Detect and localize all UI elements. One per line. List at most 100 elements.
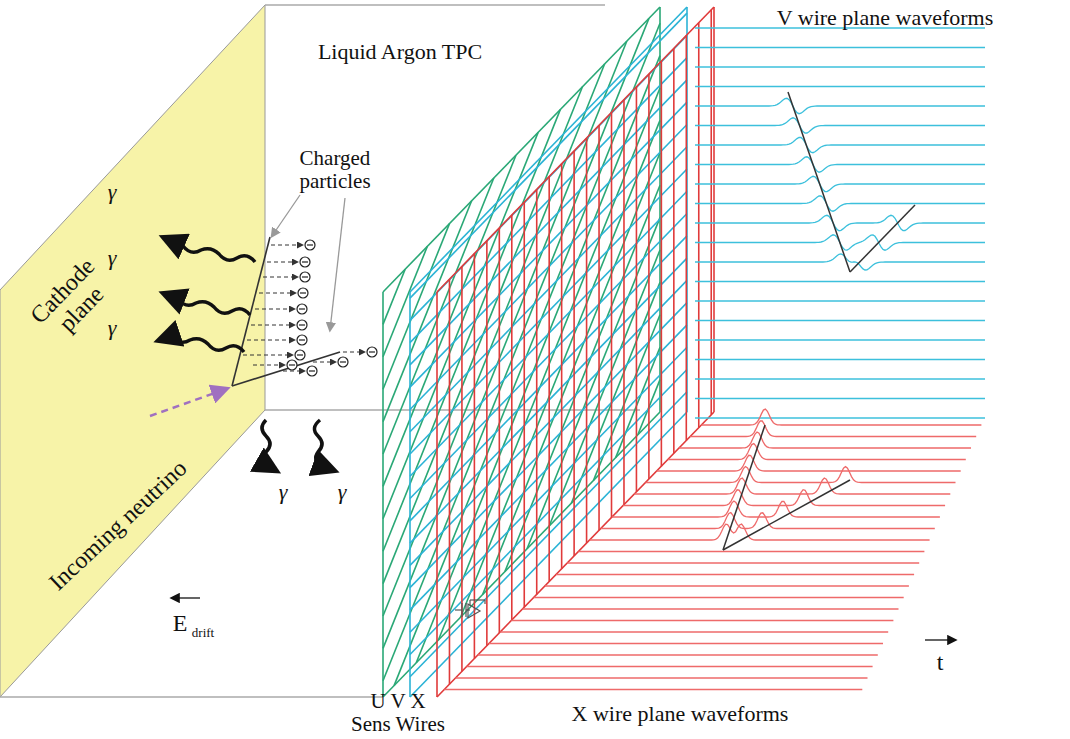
x-plane (437, 7, 714, 697)
wire (382, 292, 384, 697)
x-waveform (634, 478, 950, 494)
drift-path (263, 277, 297, 278)
v-plane (410, 7, 687, 697)
drift-path (253, 365, 284, 366)
v-waveform (695, 137, 985, 152)
electron-minus (302, 261, 308, 262)
wire (499, 228, 501, 633)
wire (616, 347, 660, 457)
wire (536, 189, 538, 594)
neutrino-arrow (150, 389, 226, 416)
wire (611, 112, 613, 517)
v-waveform (695, 215, 985, 230)
x-waveform (679, 432, 971, 448)
photon-label: γ (108, 246, 117, 270)
v-waveform (695, 417, 985, 418)
wire (383, 224, 449, 390)
wire (449, 279, 451, 684)
electron-symbol (298, 288, 308, 298)
x-waveform (511, 620, 893, 621)
x-waveform (489, 643, 883, 644)
particle-label: Charged particles (270, 147, 400, 193)
electron-minus (297, 354, 303, 355)
drift-path (243, 355, 292, 356)
wire (713, 7, 715, 412)
v-waveform (695, 157, 985, 172)
electron-symbol (297, 304, 307, 314)
x-waveform (534, 597, 904, 598)
x-waveform (478, 654, 878, 655)
wire (486, 241, 488, 646)
drift-path (267, 262, 297, 263)
v-waveform (695, 339, 985, 340)
electron-symbol (287, 360, 297, 370)
v-waveform (695, 66, 985, 67)
wire (409, 292, 411, 697)
x-waveform (590, 524, 930, 540)
tpc-box-edges (0, 5, 640, 697)
x-waveform (456, 677, 868, 678)
drift-path (313, 362, 335, 363)
wire (383, 246, 427, 356)
x-waveform (701, 409, 981, 425)
track-projection (850, 205, 915, 272)
plot-title: V wire plane waveforms (777, 6, 993, 30)
electron-minus (309, 370, 315, 371)
photon-label: γ (279, 480, 288, 504)
wire (474, 254, 476, 659)
electron-symbol (300, 257, 310, 267)
drift-path (271, 245, 302, 246)
photon-label: γ (108, 180, 117, 204)
wire (573, 151, 575, 556)
electron-symbol (295, 350, 305, 360)
time-label: t (937, 649, 944, 675)
photon-label: γ (108, 316, 117, 340)
photon-arrows (160, 238, 333, 470)
drift-path (255, 309, 294, 310)
drift-path (259, 293, 295, 294)
electron-minus (289, 364, 295, 365)
electron-minus (299, 324, 305, 325)
wire (710, 10, 712, 415)
x-waveform (578, 551, 924, 552)
v-waveform (695, 86, 985, 87)
wire (673, 48, 675, 453)
v-waveform (695, 378, 985, 379)
wire (598, 125, 600, 530)
wire (661, 61, 663, 466)
v-waveform (695, 359, 985, 360)
v-waveform (695, 320, 985, 321)
wire (698, 23, 700, 428)
x-waveform (545, 585, 909, 586)
wire (636, 87, 638, 492)
v-waveform (695, 196, 985, 211)
wire (436, 292, 438, 697)
electron-minus (302, 276, 308, 277)
x-waveform (567, 562, 919, 563)
wire (648, 74, 650, 479)
x-waveform (556, 574, 914, 575)
x-waveform (668, 444, 966, 460)
v-waveform (695, 118, 985, 133)
electron-minus (299, 308, 305, 309)
electron-symbol (305, 240, 315, 250)
electron-minus (369, 351, 375, 352)
leader-lines (272, 195, 345, 330)
wire (586, 138, 588, 543)
electron-symbol (300, 272, 310, 282)
v-waveform (695, 300, 985, 301)
wire (383, 18, 649, 680)
x-waveform (444, 689, 862, 690)
time-arrow (925, 639, 955, 640)
field-subscript: drift (192, 626, 214, 640)
electron-minus (299, 339, 305, 340)
electron-symbol (307, 366, 317, 376)
drift-arrow (172, 597, 200, 598)
x-waveform (623, 490, 945, 506)
wire (383, 201, 472, 422)
drift-path (283, 371, 304, 372)
electron-symbol (367, 347, 377, 357)
wire (437, 412, 714, 697)
wire (548, 177, 550, 582)
